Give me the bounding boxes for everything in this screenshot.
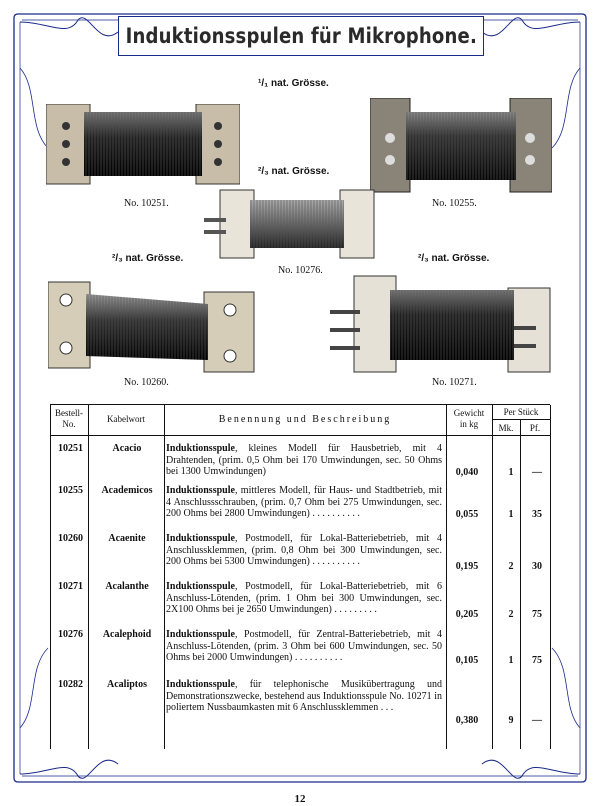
order-number: 10282 — [58, 679, 83, 690]
description-text: , für telephonische Musikübertragung und… — [166, 679, 442, 713]
cable-word: Acaenite — [108, 533, 146, 544]
price-pfennig: 30 — [532, 561, 542, 572]
cable-word: Academicos — [101, 485, 153, 496]
coil-image-10255 — [370, 98, 552, 193]
price-mark: 2 — [508, 561, 514, 572]
order-number: 10271 — [58, 581, 83, 592]
price-mark: 2 — [508, 609, 514, 620]
label-10251: No. 10251. — [124, 198, 169, 209]
coil-image-10276 — [204, 189, 375, 259]
description: Induktionsspule, mittleres Modell, für H… — [166, 485, 442, 520]
description-text: , kleines Modell für Hausbetrieb, mit 4 … — [166, 443, 442, 477]
price-pfennig: 35 — [532, 509, 542, 520]
label-10276: No. 10276. — [278, 265, 323, 276]
description: Induktionsspule, Postmodell, für Zentral… — [166, 629, 442, 664]
product-name: Induktionsspule — [166, 485, 235, 496]
order-number: 10276 — [58, 629, 83, 640]
scale-caption-top: ¹/₁ nat. Grösse. — [258, 78, 329, 89]
header-gewicht: Gewicht in kg — [453, 408, 485, 429]
header-mk: Mk. — [498, 423, 514, 433]
price-mark: 9 — [508, 715, 514, 726]
coil-image-10260 — [48, 281, 255, 373]
description: Induktionsspule, für telephonische Musik… — [166, 679, 442, 714]
cable-word: Acaliptos — [107, 679, 147, 690]
coil-image-10251 — [46, 104, 240, 185]
header-benennung: Benennung und Beschreibung — [218, 414, 392, 425]
cable-word: Acalanthe — [105, 581, 149, 592]
weight-kg: 0,105 — [455, 655, 479, 666]
price-mark: 1 — [508, 655, 514, 666]
order-number: 10260 — [58, 533, 83, 544]
label-10255: No. 10255. — [432, 198, 477, 209]
description-text: , Postmodell, für Lokal-Batteriebetrieb,… — [166, 581, 442, 615]
price-mark: 1 — [508, 509, 514, 520]
product-name: Induktionsspule — [166, 581, 235, 592]
price-table: Bestell- No. Kabelwort Benennung und Bes… — [50, 404, 551, 749]
header-per-stueck: Per Stück — [503, 407, 539, 417]
description: Induktionsspule, kleines Modell für Haus… — [166, 443, 442, 478]
page-number: 12 — [294, 793, 306, 805]
price-pfennig: 75 — [532, 609, 542, 620]
description: Induktionsspule, Postmodell, für Lokal-B… — [166, 581, 442, 616]
cable-word: Acalephoid — [102, 629, 152, 640]
description-text: , mittleres Modell, für Haus- und Stadtb… — [166, 485, 442, 519]
product-name: Induktionsspule — [166, 533, 235, 544]
page-title: Induktionsspulen für Mikrophone. — [125, 24, 477, 48]
product-name: Induktionsspule — [166, 629, 235, 640]
weight-kg: 0,380 — [455, 715, 479, 726]
order-number: 10255 — [58, 485, 83, 496]
product-name: Induktionsspule — [166, 679, 235, 690]
label-10271: No. 10271. — [432, 377, 477, 388]
price-pfennig: 75 — [532, 655, 542, 666]
scale-caption-right: ²/₃ nat. Grösse. — [418, 253, 490, 264]
scale-caption-middle: ²/₃ nat. Grösse. — [258, 166, 330, 177]
price-pfennig: — — [532, 467, 542, 478]
header-pf: Pf. — [529, 423, 541, 433]
price-mark: 1 — [508, 467, 514, 478]
price-pfennig: — — [532, 715, 542, 726]
scale-caption-left: ²/₃ nat. Grösse. — [112, 253, 184, 264]
weight-kg: 0,040 — [455, 467, 479, 478]
coil-image-10271 — [330, 275, 551, 373]
weight-kg: 0,195 — [455, 561, 479, 572]
product-name: Induktionsspule — [166, 443, 235, 454]
description-text: , Postmodell, für Zentral-Batteriebetrie… — [166, 629, 442, 663]
description: Induktionsspule, Postmodell, für Lokal-B… — [166, 533, 442, 568]
label-10260: No. 10260. — [124, 377, 169, 388]
title-box: Induktionsspulen für Mikrophone. — [118, 16, 484, 56]
order-number: 10251 — [58, 443, 83, 454]
cable-word: Acacio — [112, 443, 142, 454]
header-kabelwort: Kabelwort — [107, 414, 145, 424]
weight-kg: 0,205 — [455, 609, 479, 620]
weight-kg: 0,055 — [455, 509, 479, 520]
header-bestell-no: Bestell- No. — [55, 408, 83, 429]
description-text: , Postmodell, für Lokal-Batteriebetrieb,… — [166, 533, 442, 567]
